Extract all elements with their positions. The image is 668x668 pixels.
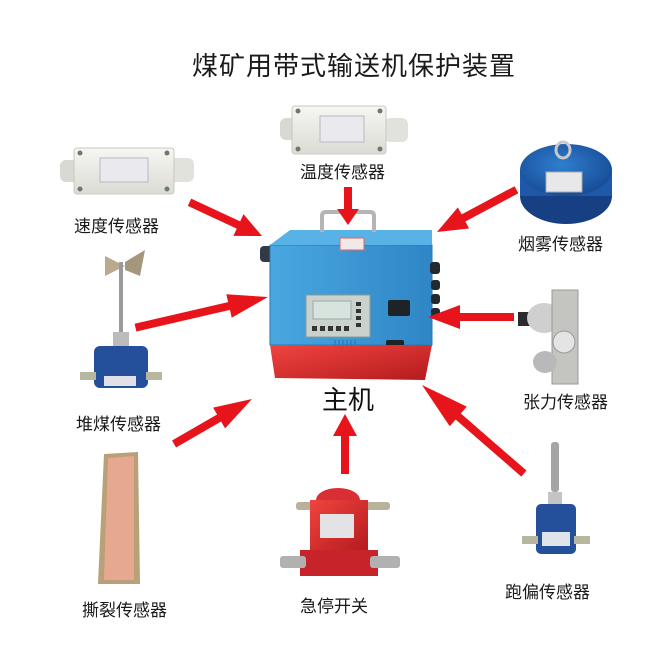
arrow-tension-to-main bbox=[428, 305, 514, 329]
arrow-tear-to-main bbox=[172, 399, 252, 448]
label-emergency-stop: 急停开关 bbox=[300, 597, 368, 617]
arrow-temperature-to-main bbox=[337, 187, 359, 225]
label-main-unit: 主机 bbox=[322, 386, 375, 416]
main-unit-image bbox=[260, 210, 440, 380]
label-tension-sensor: 张力传感器 bbox=[523, 393, 608, 413]
smoke-sensor-image bbox=[520, 140, 612, 224]
label-coal-pile-sensor: 堆煤传感器 bbox=[76, 415, 161, 435]
label-deviation-sensor: 跑偏传感器 bbox=[505, 583, 590, 603]
arrow-speed-to-main bbox=[187, 198, 262, 236]
speed-sensor-image bbox=[60, 147, 194, 195]
arrow-emergency-to-main bbox=[333, 414, 357, 474]
arrow-smoke-to-main bbox=[437, 186, 519, 232]
tension-sensor-image bbox=[518, 289, 579, 385]
page-title: 煤矿用带式输送机保护装置 bbox=[191, 52, 516, 82]
label-temperature-sensor: 温度传感器 bbox=[300, 163, 385, 183]
arrow-coalpile-to-main bbox=[134, 294, 268, 332]
arrow-deviation-to-main bbox=[422, 385, 527, 477]
label-speed-sensor: 速度传感器 bbox=[74, 217, 159, 237]
temperature-sensor-image bbox=[280, 105, 408, 155]
arrows bbox=[134, 186, 527, 477]
label-tear-sensor: 撕裂传感器 bbox=[82, 601, 167, 621]
deviation-sensor-image bbox=[522, 442, 590, 554]
emergency-stop-image bbox=[280, 488, 400, 576]
tear-sensor-image bbox=[98, 452, 140, 584]
coal-pile-sensor-image bbox=[80, 250, 162, 388]
label-smoke-sensor: 烟雾传感器 bbox=[518, 235, 603, 255]
